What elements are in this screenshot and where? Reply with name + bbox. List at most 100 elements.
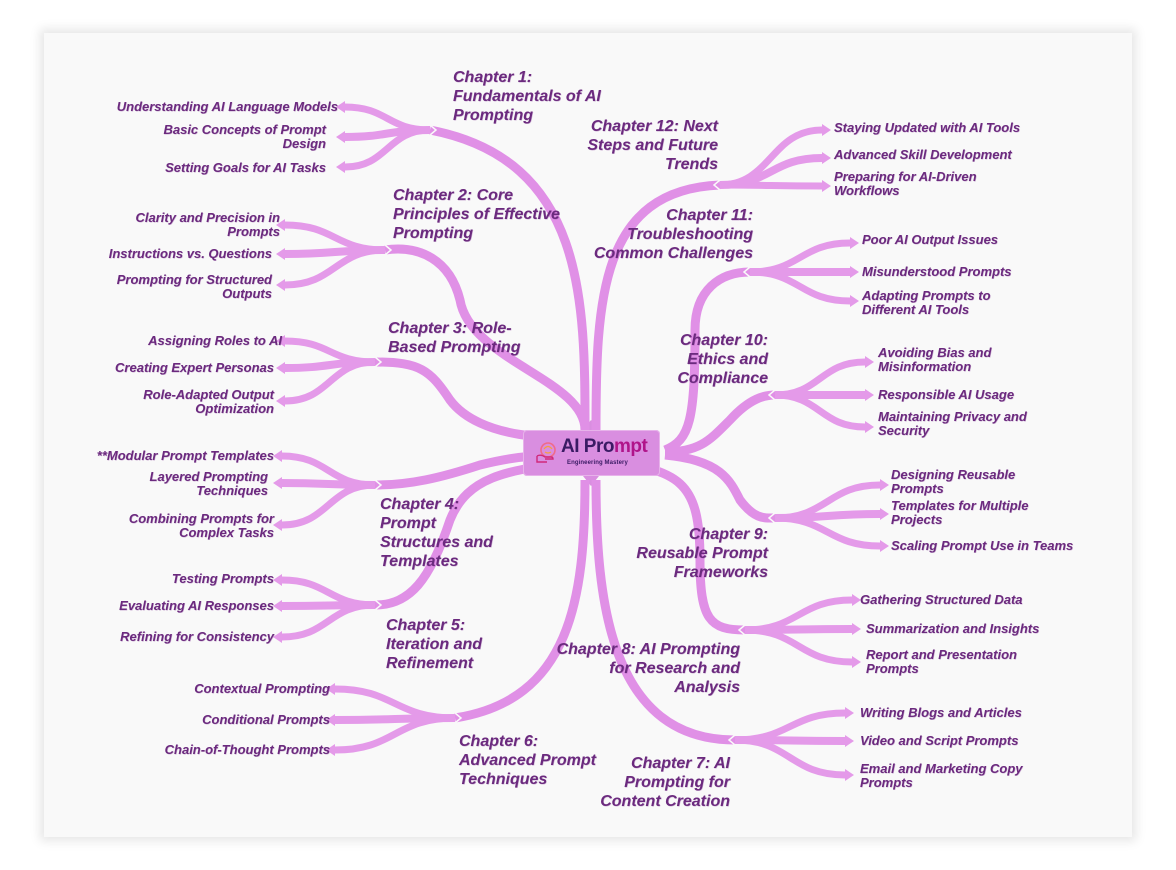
twig-chapter-10-topic-3 (774, 391, 866, 431)
twig-tip-icon (276, 248, 285, 260)
chapter-title-line: Trends (664, 155, 718, 173)
chapter-3-topic-1[interactable]: Assigning Roles to AI (90, 333, 282, 348)
central-node-subtitle: Engineering Mastery (567, 460, 628, 466)
twig-tip-icon (822, 180, 831, 192)
chapter-10-topic-2[interactable]: Responsible AI Usage (878, 387, 1078, 402)
twig-chapter-11-topic-1 (749, 239, 851, 276)
topic-line: Combining Prompts for (128, 511, 274, 526)
chapter-5-topic-1[interactable]: Testing Prompts (90, 571, 274, 586)
chapter-2-topic-2[interactable]: Instructions vs. Questions (80, 246, 272, 261)
topic-line: Layered Prompting (149, 469, 268, 484)
topic-line: Security (878, 423, 930, 439)
chapter-title-line: for Research and (609, 659, 740, 677)
chapter-12-topic-2[interactable]: Advanced Skill Development (834, 147, 1054, 162)
chapter-3-topic-2[interactable]: Creating Expert Personas (90, 360, 274, 375)
chapter-title-line: Prompting (453, 106, 533, 124)
chapter-8-topic-2[interactable]: Summarization and Insights (866, 621, 1076, 636)
chapter-3-node[interactable]: Chapter 3: Role-Based Prompting (388, 320, 548, 358)
chapter-11-topic-1[interactable]: Poor AI Output Issues (862, 232, 1062, 247)
chapter-title-line: Compliance (677, 369, 768, 387)
topic-line: Design (282, 136, 326, 152)
twig-tip-icon (326, 714, 335, 726)
twig-tip-icon (880, 508, 889, 520)
twig-tip-icon (273, 519, 282, 531)
twig-tip-icon (822, 152, 831, 164)
topic-line: Avoiding Bias and (878, 345, 992, 360)
chapter-12-topic-1[interactable]: Staying Updated with AI Tools (834, 120, 1054, 135)
topic-line: Creating Expert Personas (115, 360, 274, 375)
twig-chapter-6-topic-1 (334, 685, 456, 722)
topic-line: Workflows (834, 183, 900, 199)
twig-tip-icon (273, 477, 282, 489)
chapter-7-topic-1[interactable]: Writing Blogs and Articles (860, 705, 1070, 720)
twig-tip-icon (865, 421, 874, 433)
chapter-4-topic-1[interactable]: **Modular Prompt Templates (70, 448, 274, 463)
topic-line: Instructions vs. Questions (108, 246, 272, 261)
topic-line: Maintaining Privacy and (878, 409, 1027, 424)
chapter-7-topic-2[interactable]: Video and Script Prompts (860, 733, 1070, 748)
chapter-1-topic-1[interactable]: Understanding AI Language Models (100, 99, 338, 114)
chapter-title-line: Chapter 12: Next (590, 118, 718, 135)
chapter-title-line: Chapter 4: (380, 496, 460, 513)
topic-line: Preparing for AI-Driven (834, 169, 977, 184)
junction-notch (374, 599, 383, 611)
chapter-title-line: Principles of Effective (393, 205, 560, 223)
chapter-title-line: Based Prompting (388, 338, 521, 356)
chapter-9-topic-3[interactable]: Scaling Prompt Use in Teams (891, 538, 1101, 553)
topic-line: Writing Blogs and Articles (860, 705, 1022, 720)
chapter-title-line: Content Creation (600, 792, 730, 810)
topic-line: **Modular Prompt Templates (96, 448, 274, 463)
twig-tip-icon (845, 707, 854, 719)
twig-tip-icon (326, 683, 335, 695)
junction-notch (374, 356, 383, 368)
chapter-title-line: Analysis (674, 678, 740, 696)
central-node[interactable]: AI Prompt Engineering Mastery (523, 430, 660, 476)
chapter-6-topic-3[interactable]: Chain-of-Thought Prompts (120, 742, 330, 757)
twig-tip-icon (273, 631, 282, 643)
chapter-1-topic-3[interactable]: Setting Goals for AI Tasks (100, 160, 326, 175)
chapter-5-topic-3[interactable]: Refining for Consistency (90, 629, 274, 644)
twig-tip-icon (276, 362, 285, 374)
topic-line: Report and Presentation (866, 647, 1017, 662)
chapter-11-topic-2[interactable]: Misunderstood Prompts (862, 264, 1062, 279)
twig-tip-icon (336, 131, 345, 143)
chapter-8-topic-1[interactable]: Gathering Structured Data (860, 592, 1060, 607)
topic-line: Understanding AI Language Models (116, 99, 338, 114)
chapter-6-topic-2[interactable]: Conditional Prompts (120, 712, 330, 727)
topic-line: Role-Adapted Output (143, 387, 274, 402)
topic-line: Video and Script Prompts (860, 733, 1019, 748)
chapter-5-topic-2[interactable]: Evaluating AI Responses (90, 598, 274, 613)
chapter-title-line: Chapter 8: AI Prompting (556, 641, 740, 658)
twig-tip-icon (276, 395, 285, 407)
topic-line: Techniques (196, 483, 268, 499)
junction-notch (384, 244, 393, 256)
topic-line: Projects (891, 512, 943, 528)
chapter-title-line: Structures and (380, 533, 493, 551)
chapter-6-topic-1[interactable]: Contextual Prompting (120, 681, 330, 696)
